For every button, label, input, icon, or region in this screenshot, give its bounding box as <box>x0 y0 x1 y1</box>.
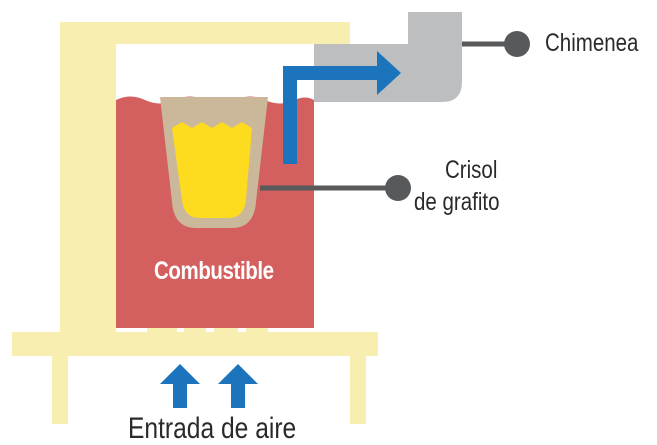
crucible-label-line2: de grafito <box>414 188 500 216</box>
crucible-callout <box>260 175 411 201</box>
air-inlet-label: Entrada de aire <box>128 412 297 445</box>
chimney-callout <box>462 31 530 57</box>
molten-metal <box>172 122 252 218</box>
air-inlet-arrow-right <box>218 364 258 408</box>
air-inlet-arrow-left <box>160 364 200 408</box>
fuel-label: Combustible <box>154 257 274 285</box>
chimney-label: Chimenea <box>545 29 639 57</box>
crucible-label-line1: Crisol <box>445 156 498 184</box>
exhaust-arrow <box>283 51 401 164</box>
